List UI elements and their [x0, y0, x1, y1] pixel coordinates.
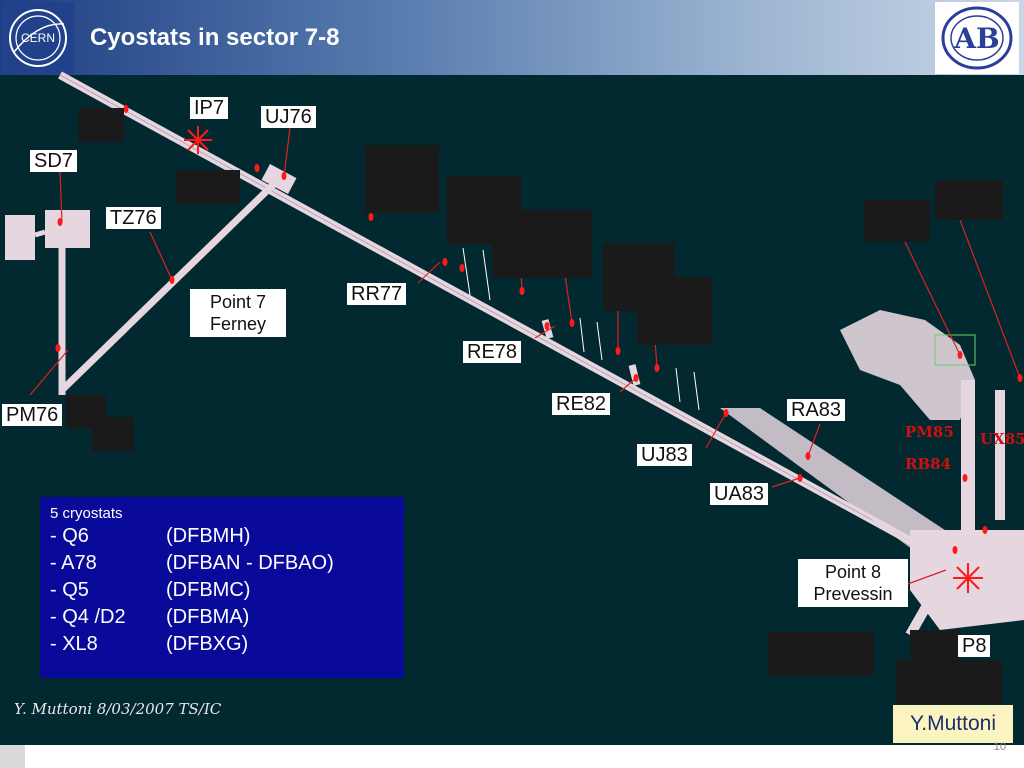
label-ux85: UX85 [980, 430, 1024, 448]
info-row: - Q5 (DFBMC) [50, 579, 250, 602]
sd7-link [34, 229, 46, 238]
label-sd7: SD7 [30, 150, 77, 172]
separator-3 [579, 317, 585, 353]
label-re82: RE82 [552, 393, 611, 415]
redacted-block [896, 660, 1002, 704]
label-tz76: TZ76 [106, 207, 161, 229]
info-row-name: - Q4 /D2 [50, 606, 126, 628]
ip8-star-icon [953, 563, 983, 593]
separator-1 [462, 247, 471, 296]
label-p8: P8 [958, 635, 991, 657]
cern-logo: CERN [2, 2, 74, 74]
redacted-block [910, 630, 960, 664]
p8-tunnel-exit [905, 597, 935, 638]
label-pm76: PM76 [2, 404, 63, 426]
info-row-name: - Q5 [50, 579, 89, 601]
label-re78: RE78 [463, 341, 522, 363]
redacted-block [935, 180, 1003, 220]
header-bar: CERN Cyostats in sector 7-8 AB [0, 0, 1024, 75]
redacted-block [864, 200, 930, 242]
label-ra83: RA83 [787, 399, 846, 421]
separator-4 [596, 321, 603, 361]
page-title: Cyostats in sector 7-8 [90, 24, 340, 51]
info-row: - Q6 (DFBMH) [50, 525, 250, 548]
redacted-block [768, 632, 874, 676]
label-point7: Point 7 Ferney [190, 289, 286, 337]
point8-structure [934, 334, 976, 366]
page-number: 10 [993, 741, 1006, 753]
point8-surface-buildings [840, 310, 975, 420]
tz76-tunnel [59, 177, 281, 393]
info-row: - Q4 /D2 (DFBMA) [50, 606, 249, 629]
info-row-name: - A78 [50, 552, 97, 574]
info-row: - A78 (DFBAN - DFBAO) [50, 552, 334, 575]
sd7-building-left [5, 215, 35, 260]
label-uj76: UJ76 [261, 106, 316, 128]
main-tunnel-edge [59, 74, 1001, 591]
author-box: Y.Muttoni [893, 705, 1013, 743]
info-row-code: (DFBXG) [166, 633, 249, 655]
info-title: 5 cryostats [50, 505, 123, 522]
info-row-name: - Q6 [50, 525, 89, 547]
footer-block [0, 745, 25, 768]
aby-logo: AB [935, 2, 1019, 74]
aby-logo-text: AB [953, 22, 999, 55]
info-row-code: (DFBMC) [166, 579, 251, 601]
sd7-building-right [45, 210, 90, 248]
cryostat-info-box: 5 cryostats - Q6 (DFBMH) - A78 (DFBAN - DF… [40, 497, 404, 678]
label-uj83: UJ83 [637, 444, 692, 466]
separator-2 [482, 249, 491, 301]
label-rb84: RB84 [905, 455, 952, 473]
info-row-code: (DFBAN - DFBAO) [166, 552, 334, 574]
tunnel-diagram [5, 71, 1024, 641]
redacted-block [92, 417, 134, 451]
redacted-block [637, 277, 712, 345]
ua83-cavern [720, 408, 960, 555]
info-row: - XL8 (DFBXG) [50, 633, 248, 656]
uj76-cavern [261, 164, 297, 194]
label-point8: Point 8 Prevessin [798, 559, 908, 607]
label-pm85: PM85 [905, 423, 954, 441]
separator-6 [693, 371, 700, 411]
callout-lines [29, 127, 1021, 641]
cern-logo-text: CERN [21, 31, 55, 45]
label-ip7: IP7 [190, 97, 229, 119]
info-row-name: - XL8 [50, 633, 98, 655]
redacted-block [365, 145, 439, 213]
label-ua83: UA83 [710, 483, 769, 505]
ip7-star-icon [184, 126, 212, 154]
separator-5 [675, 367, 681, 403]
redacted-block [78, 108, 124, 142]
cryostat-markers [55, 105, 1023, 554]
label-rr77: RR77 [347, 283, 407, 305]
redacted-block [492, 210, 592, 278]
redacted-block [176, 170, 240, 204]
footer-bar: 10 [0, 741, 1024, 768]
author-signature: Y. Muttoni 8/03/2007 TS/IC [14, 700, 222, 718]
info-row-code: (DFBMH) [166, 525, 251, 547]
info-row-code: (DFBMA) [166, 606, 250, 628]
